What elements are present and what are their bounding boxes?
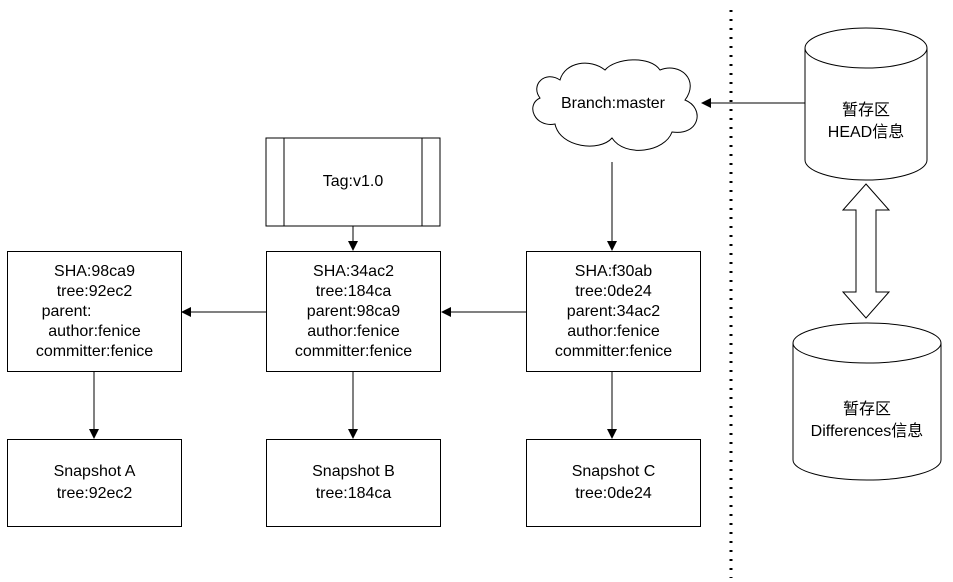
commit-committer: committer:fenice bbox=[35, 342, 154, 360]
snapshot-tree: tree:184ca bbox=[315, 485, 392, 502]
head-store-cylinder bbox=[804, 27, 928, 181]
head-store-label: 暂存区 HEAD信息 bbox=[827, 102, 905, 141]
commit-author: author:fenice bbox=[48, 322, 141, 340]
snapshot-node-c: Snapshot C tree:0de24 bbox=[526, 439, 701, 527]
snapshot-tree: tree:92ec2 bbox=[56, 485, 133, 502]
snapshot-name: Snapshot C bbox=[571, 463, 656, 480]
commit-tree: tree:184ca bbox=[315, 282, 392, 300]
commit-sha: SHA:34ac2 bbox=[313, 262, 394, 280]
diff-store-label: 暂存区 Differences信息 bbox=[810, 401, 924, 440]
commit-parent: parent: bbox=[41, 302, 92, 320]
commit-sha: SHA:f30ab bbox=[574, 262, 653, 280]
commit-node-3: SHA:f30ab tree:0de24 parent:34ac2 author… bbox=[526, 251, 701, 372]
commit-committer: committer:fenice bbox=[554, 342, 673, 360]
commit-tree: tree:92ec2 bbox=[56, 282, 133, 300]
diff-store-cylinder bbox=[792, 322, 942, 481]
commit-author: author:fenice bbox=[307, 322, 400, 340]
branch-cloud-shape bbox=[532, 59, 698, 151]
snapshot-node-b: Snapshot B tree:184ca bbox=[266, 439, 441, 527]
commit-sha: SHA:98ca9 bbox=[54, 262, 135, 280]
snapshot-node-a: Snapshot A tree:92ec2 bbox=[7, 439, 182, 527]
commit-author: author:fenice bbox=[567, 322, 660, 340]
snapshot-tree: tree:0de24 bbox=[575, 485, 652, 502]
commit-node-2: SHA:34ac2 tree:184ca parent:98ca9 author… bbox=[266, 251, 441, 372]
commit-parent: parent:98ca9 bbox=[306, 302, 401, 320]
snapshot-name: Snapshot A bbox=[53, 463, 136, 480]
branch-label: Branch:master bbox=[560, 95, 666, 112]
commit-tree: tree:0de24 bbox=[575, 282, 652, 300]
snapshot-name: Snapshot B bbox=[312, 463, 395, 480]
commit-node-1: SHA:98ca9 tree:92ec2 parent: author:feni… bbox=[7, 251, 182, 372]
commit-parent: parent:34ac2 bbox=[566, 302, 661, 320]
double-arrow bbox=[841, 183, 891, 319]
tag-process-shape bbox=[265, 137, 441, 227]
commit-committer: committer:fenice bbox=[294, 342, 413, 360]
tag-label: Tag:v1.0 bbox=[322, 173, 384, 190]
